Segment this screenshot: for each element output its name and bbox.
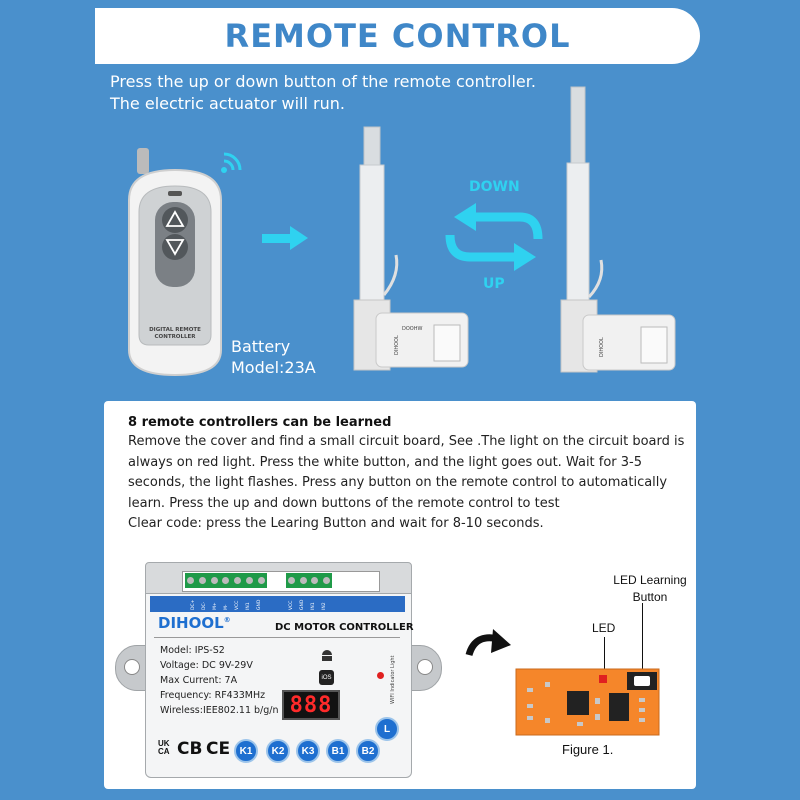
learning-body: Remove the cover and find a small circui… (128, 434, 685, 511)
button-k1[interactable]: K1 (234, 739, 258, 763)
spec-wireless: Wireless:IEE802.11 b/g/n (160, 705, 279, 716)
terminal-label-vcc: VCC (234, 601, 240, 610)
led-label: LED (592, 621, 616, 635)
wireless-signal-icon (221, 152, 242, 173)
mount-hole-left (124, 659, 140, 675)
button-b2[interactable]: B2 (356, 739, 380, 763)
controller-name: DC MOTOR CONTROLLER (275, 622, 414, 633)
actuator-retracted-image: DOOHW DIHOOL (353, 126, 469, 371)
clear-code-text: Clear code: press the Learing Button and… (128, 516, 544, 531)
title-banner: REMOTE CONTROL (95, 8, 700, 64)
terminal-label-in2: IN2 (321, 602, 327, 610)
controller-terminal-strip (150, 596, 405, 612)
terminal-label-mplus: M+ (212, 602, 218, 610)
ce-mark: CE (206, 739, 231, 759)
actuator-brand-2: DIHOOL (599, 337, 605, 357)
led-pointer (604, 637, 605, 673)
actuator-sticker: DOOHW (402, 326, 422, 332)
mount-hole-right (417, 659, 433, 675)
led-learning-button-label: LED Learning Button (613, 573, 687, 604)
battery-model: Model:23A (231, 358, 316, 377)
remote-label-1: DIGITAL REMOTE (149, 327, 201, 333)
figure-caption: Figure 1. (562, 742, 614, 757)
terminal-label-dcminus: DC- (201, 601, 207, 610)
battery-label: Battery (231, 337, 291, 356)
terminal-label-in1-2: IN1 (310, 602, 316, 610)
button-pointer (642, 603, 643, 673)
actuator-brand: DIHOOL (394, 335, 400, 355)
wifi-indicator-light (377, 672, 384, 679)
spec-model: Model: IPS-S2 (160, 645, 225, 656)
direction-down-label: DOWN (469, 179, 520, 195)
page-title: REMOTE CONTROL (224, 17, 571, 55)
terminal-block-right (286, 573, 332, 588)
spec-frequency: Frequency: RF433MHz (160, 690, 266, 701)
cycle-arrows-icon (445, 203, 543, 271)
wifi-indicator-label: WIFI Indicator Light (390, 655, 396, 704)
spec-current: Max Current: 7A (160, 675, 238, 686)
terminal-label-gnd: GND (256, 599, 262, 610)
svg-text:WIFI Indicator Light: WIFI Indicator Light (390, 655, 396, 704)
learning-button-l[interactable]: L (375, 717, 399, 741)
button-b1[interactable]: B1 (326, 739, 350, 763)
button-k3[interactable]: K3 (296, 739, 320, 763)
actuator-extended-image: DIHOOL (560, 86, 676, 373)
terminal-label-in1: IN1 (245, 602, 251, 610)
learning-instructions: Remove the cover and find a small circui… (128, 432, 688, 535)
remote-controller-image: DIGITAL REMOTE CONTROLLER (128, 148, 222, 377)
terminal-label-mminus: M- (223, 604, 229, 610)
spec-voltage: Voltage: DC 9V-29V (160, 660, 253, 671)
terminal-label-dcplus: DC+ (190, 599, 196, 610)
battery-info: Battery Model:23A (231, 336, 316, 378)
button-k2[interactable]: K2 (266, 739, 290, 763)
terminal-labels: DC+ DC- M+ M- VCC IN1 GND VCC GND IN1 IN… (190, 599, 327, 610)
circuit-board-image (515, 668, 660, 736)
curved-arrow-icon (465, 629, 511, 657)
intro-line-1: Press the up or down button of the remot… (110, 72, 536, 91)
terminal-block-left (185, 573, 267, 588)
learning-heading: 8 remote controllers can be learned (128, 415, 392, 430)
terminal-label-gnd-2: GND (299, 599, 305, 610)
right-arrow-icon (262, 226, 308, 250)
terminal-label-vcc-2: VCC (288, 601, 294, 610)
controller-brand: DIHOOL® (158, 614, 231, 632)
controller-divider (154, 637, 400, 638)
led-segment-display: 888 (282, 690, 340, 720)
cb-mark: CB (177, 739, 203, 759)
ios-icon: iOS (319, 670, 334, 685)
remote-label-2: CONTROLLER (155, 334, 197, 340)
android-icon (322, 650, 332, 661)
direction-up-label: UP (483, 276, 505, 292)
intro-line-2: The electric actuator will run. (110, 94, 345, 113)
